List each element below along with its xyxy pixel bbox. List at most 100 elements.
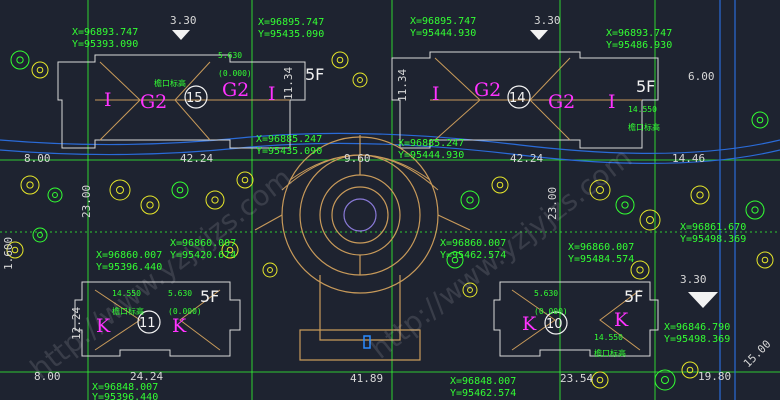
coord-x: X=96885.247 — [398, 138, 464, 149]
unit-type: G2 — [474, 79, 501, 101]
tree-symbol — [690, 185, 710, 205]
tree-symbol-center — [36, 66, 44, 74]
tree-symbol — [745, 200, 765, 220]
coord-x: X=96885.247 — [256, 134, 322, 145]
coord-y: Y=95498.369 — [664, 334, 730, 345]
coord-y: Y=95435.090 — [256, 146, 322, 157]
dim-label: 23.00 — [80, 185, 93, 218]
tree-symbol-center — [336, 56, 344, 64]
tree-symbol — [446, 251, 464, 269]
tree-symbol-center — [467, 287, 473, 293]
coord-x: X=96861.670 — [680, 222, 746, 233]
unit-type: I — [608, 91, 616, 113]
unit-number: 14 — [509, 91, 526, 106]
unit-11-circle — [137, 310, 161, 334]
building-depth: 11.34 — [396, 69, 409, 102]
tree-symbol — [140, 195, 160, 215]
dim-label: 14.46 — [672, 152, 705, 165]
tree-symbol — [462, 282, 478, 298]
watermark-text: http://www.yzjyjzs.com — [24, 161, 298, 385]
building-11[interactable] — [74, 281, 241, 357]
tree-symbol — [109, 179, 131, 201]
tree-symbol — [205, 190, 225, 210]
dim-label: 8.00 — [34, 370, 61, 383]
building-width: 23.54 — [560, 372, 593, 385]
coord-x: X=96893.747 — [72, 27, 138, 38]
tree-symbol-center — [357, 77, 363, 83]
unit-type: G2 — [140, 91, 167, 113]
unit-14-circle — [507, 85, 531, 109]
tree-symbol — [756, 251, 774, 269]
dim-label: 3.30 — [170, 14, 197, 27]
tree-symbol-center — [26, 181, 34, 189]
unit-type: K — [522, 313, 537, 335]
tree-symbol-center — [226, 246, 234, 254]
level-marker-icon — [688, 292, 718, 308]
unit-number: 11 — [139, 316, 156, 331]
dim-label: 8.00 — [24, 152, 51, 165]
tree-symbol — [681, 361, 699, 379]
tree-symbol-center — [596, 376, 604, 384]
tree-symbol — [20, 175, 40, 195]
elevation-label: 檐口标高 — [112, 306, 144, 316]
landscape-trees — [6, 51, 774, 389]
coord-y: Y=95444.930 — [410, 28, 476, 39]
elevation: 14.550 — [112, 289, 141, 298]
tree-symbol-center — [52, 192, 58, 198]
tree-symbol — [491, 176, 509, 194]
dim-label: 1.600 — [2, 237, 15, 270]
dim-label: 23.00 — [546, 187, 559, 220]
unit-type: G2 — [548, 91, 575, 113]
elevation: 14.550 — [594, 333, 623, 342]
coord-x: X=96848.007 — [450, 376, 516, 387]
dim-label: 9.60 — [344, 152, 371, 165]
building-width: 24.24 — [130, 370, 163, 383]
coord-y: Y=95396.440 — [92, 392, 158, 400]
coord-x: X=96860.007 — [96, 250, 162, 261]
dim-label: 3.30 — [534, 14, 561, 27]
central-plaza[interactable] — [254, 135, 471, 361]
dim-label: 19.80 — [698, 370, 731, 383]
building-15[interactable] — [57, 54, 306, 149]
tree-symbol — [639, 209, 661, 231]
tree-symbol-center — [11, 246, 19, 254]
landscape-shrubs — [10, 50, 769, 391]
dim-label: 15.00 — [741, 338, 774, 371]
tree-symbol-center — [636, 266, 644, 274]
coord-y: Y=95484.574 — [568, 254, 634, 265]
coord-x: X=96846.790 — [664, 322, 730, 333]
unit-type: I — [432, 83, 440, 105]
dim-label: 41.89 — [350, 372, 383, 385]
tree-symbol — [10, 50, 30, 70]
building-14[interactable] — [391, 51, 659, 149]
elevation-label: 檐口标高 — [628, 122, 660, 132]
tree-symbol — [32, 227, 48, 243]
tree-symbol — [460, 190, 480, 210]
tree-symbol — [221, 241, 239, 259]
tree-symbol — [47, 187, 63, 203]
building-10[interactable] — [493, 281, 659, 357]
tree-symbol-center — [241, 176, 249, 184]
coord-x: X=96893.747 — [606, 28, 672, 39]
elevation: (0.000) — [534, 307, 568, 316]
elevation: (0.000) — [168, 307, 202, 316]
coord-y: Y=95420.674 — [170, 250, 236, 261]
unit-type: G2 — [222, 79, 249, 101]
coord-x: X=96895.747 — [410, 16, 476, 27]
floor-count: 5F — [624, 287, 643, 306]
level-marker-icon — [172, 30, 190, 40]
tree-symbol-center — [146, 201, 154, 209]
tree-symbol-center — [37, 232, 43, 238]
tree-symbol-center — [696, 191, 704, 199]
tree-symbol-center — [761, 256, 769, 264]
elevation: 5.630 — [168, 289, 192, 298]
tree-symbol-center — [211, 196, 219, 204]
elevation: (0.000) — [218, 69, 252, 78]
elevation-label: 檐口标高 — [154, 78, 186, 88]
coord-x: X=96860.007 — [170, 238, 236, 249]
unit-type: K — [96, 315, 111, 337]
tree-symbol-center — [751, 206, 759, 214]
building-width: 42.24 — [180, 152, 213, 165]
